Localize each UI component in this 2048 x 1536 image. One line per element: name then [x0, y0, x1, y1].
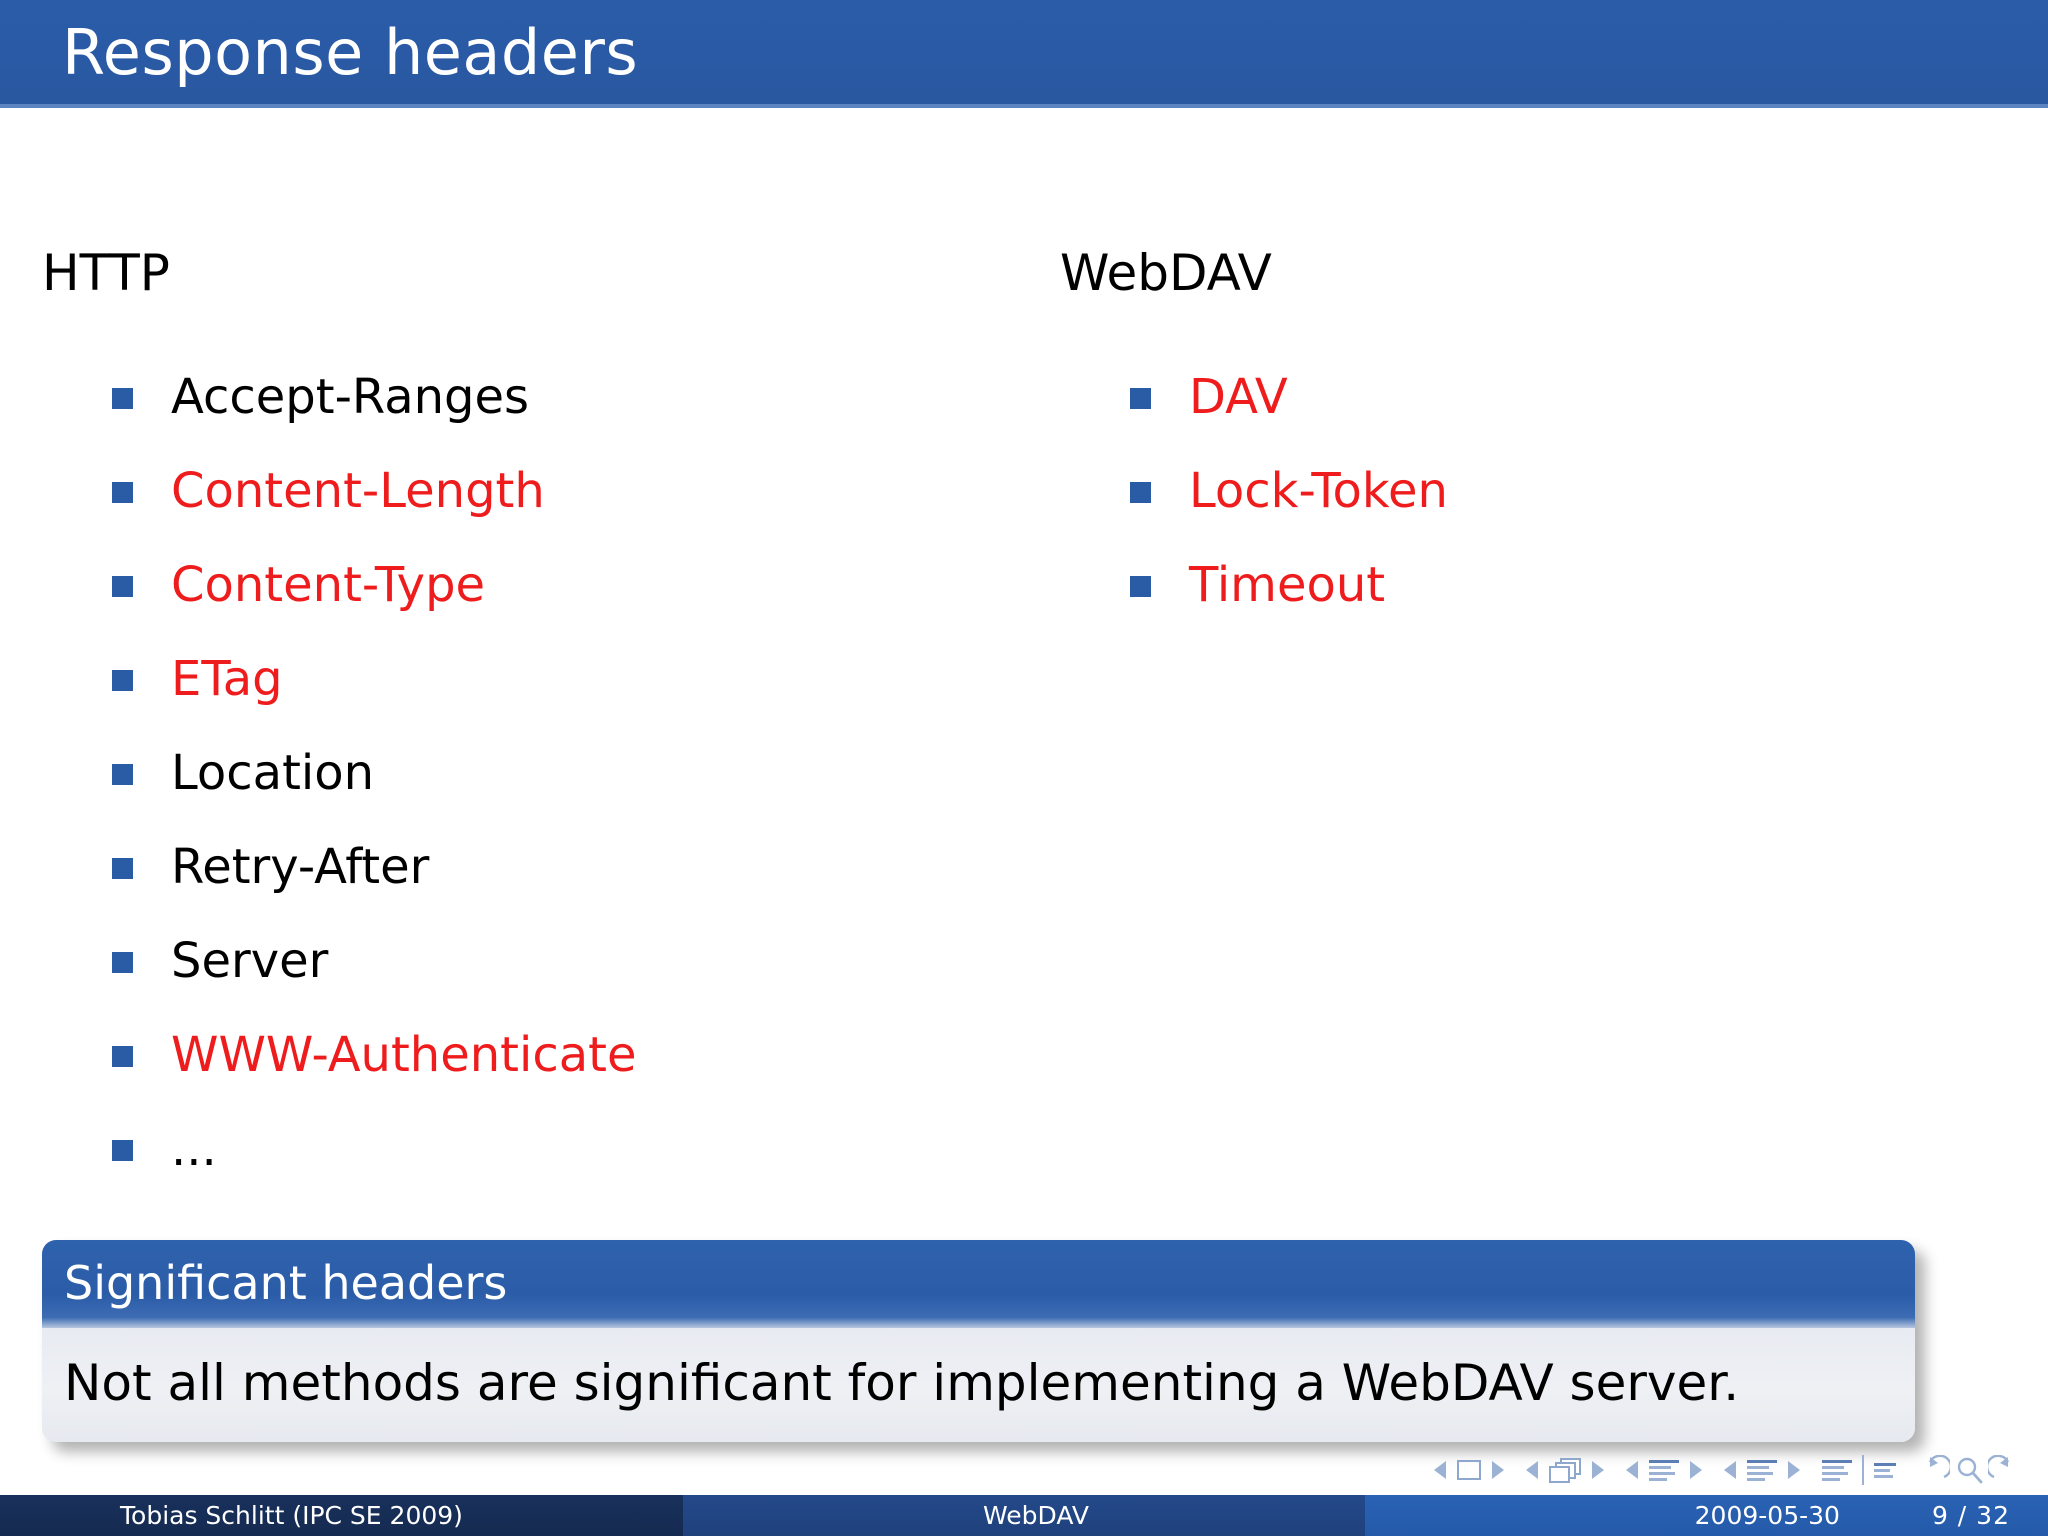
list-item: DAV: [1130, 350, 2048, 444]
nav-group-document[interactable]: [1822, 1455, 1896, 1485]
list-item: Content-Type: [112, 538, 1020, 632]
prev-slide-icon[interactable]: [1434, 1461, 1446, 1479]
list-item-label: Timeout: [1189, 557, 1386, 613]
footer-subject: WebDAV: [683, 1495, 1365, 1536]
slide-content: HTTP Accept-Ranges Content-Length Conten…: [0, 108, 2048, 1442]
bullet-square-icon: [112, 575, 133, 597]
next-section-icon[interactable]: [1788, 1461, 1800, 1479]
list-item: WWW-Authenticate: [112, 1008, 1020, 1102]
list-item: ...: [112, 1102, 1020, 1196]
list-item-label: Content-Type: [171, 557, 486, 613]
frame-icon[interactable]: [1549, 1458, 1581, 1483]
bullet-square-icon: [1130, 387, 1151, 409]
column-http: HTTP Accept-Ranges Content-Length Conten…: [0, 248, 1020, 1196]
list-item: Location: [112, 726, 1020, 820]
nav-group-subsection[interactable]: [1626, 1459, 1702, 1481]
bullet-square-icon: [1130, 481, 1151, 503]
list-item-label: Accept-Ranges: [171, 369, 530, 425]
list-item: Server: [112, 914, 1020, 1008]
bullet-square-icon: [112, 1139, 133, 1161]
footer-meta: 2009-05-30 9 / 32: [1365, 1495, 2048, 1536]
nav-group-section[interactable]: [1724, 1459, 1800, 1481]
list-item-label: Content-Length: [171, 463, 545, 519]
slide-footer: Tobias Schlitt (IPC SE 2009) WebDAV 2009…: [0, 1495, 2048, 1536]
next-frame-icon[interactable]: [1592, 1461, 1604, 1479]
appendix-icon[interactable]: [1874, 1462, 1896, 1478]
block-body-text: Not all methods are significant for impl…: [42, 1328, 1915, 1442]
list-webdav-headers: DAV Lock-Token Timeout: [1060, 350, 2048, 632]
bullet-square-icon: [112, 857, 133, 879]
search-icon[interactable]: [1954, 1455, 1984, 1485]
bullet-square-icon: [112, 481, 133, 503]
slide-title-bar: Response headers: [0, 0, 2048, 108]
bullet-square-icon: [112, 951, 133, 973]
forward-icon[interactable]: [1988, 1455, 2020, 1485]
footer-date: 2009-05-30: [1694, 1501, 1840, 1530]
prev-section-icon[interactable]: [1724, 1461, 1736, 1479]
list-item: ETag: [112, 632, 1020, 726]
bullet-square-icon: [1130, 575, 1151, 597]
list-item-label: DAV: [1189, 369, 1288, 425]
bullet-square-icon: [112, 387, 133, 409]
list-item: Accept-Ranges: [112, 350, 1020, 444]
footer-page-number: 9 / 32: [1931, 1501, 2010, 1530]
column-heading-http: HTTP: [42, 244, 170, 302]
list-http-headers: Accept-Ranges Content-Length Content-Typ…: [42, 350, 1020, 1196]
prev-subsection-icon[interactable]: [1626, 1461, 1638, 1479]
block-title: Significant headers: [42, 1240, 1915, 1328]
block-significant-headers: Significant headers Not all methods are …: [42, 1240, 1915, 1442]
next-slide-icon[interactable]: [1492, 1461, 1504, 1479]
list-item: Timeout: [1130, 538, 2048, 632]
list-item: Retry-After: [112, 820, 1020, 914]
list-item-label: WWW-Authenticate: [171, 1027, 637, 1083]
nav-group-history[interactable]: [1918, 1455, 2020, 1485]
two-column-layout: HTTP Accept-Ranges Content-Length Conten…: [0, 248, 2048, 1196]
prev-frame-icon[interactable]: [1526, 1461, 1538, 1479]
footer-author: Tobias Schlitt (IPC SE 2009): [0, 1495, 683, 1536]
page-title: Response headers: [62, 16, 639, 90]
column-webdav: WebDAV DAV Lock-Token Timeout: [1020, 248, 2048, 1196]
slide-icon[interactable]: [1457, 1460, 1481, 1480]
list-item-label: ETag: [171, 651, 283, 707]
section-icon[interactable]: [1747, 1459, 1777, 1481]
list-item-label: Server: [171, 933, 329, 989]
next-subsection-icon[interactable]: [1690, 1461, 1702, 1479]
list-item-label: Location: [171, 745, 375, 801]
nav-group-slide[interactable]: [1434, 1460, 1504, 1480]
back-icon[interactable]: [1918, 1455, 1950, 1485]
list-item-label: Retry-After: [171, 839, 430, 895]
bullet-square-icon: [112, 1045, 133, 1067]
bullet-square-icon: [112, 763, 133, 785]
list-item-label: ...: [171, 1121, 217, 1177]
nav-divider: [1862, 1455, 1864, 1485]
column-heading-webdav: WebDAV: [1060, 244, 1272, 302]
list-item: Content-Length: [112, 444, 1020, 538]
bullet-square-icon: [112, 669, 133, 691]
list-item-label: Lock-Token: [1189, 463, 1448, 519]
list-item: Lock-Token: [1130, 444, 2048, 538]
document-icon[interactable]: [1822, 1459, 1852, 1481]
subsection-icon[interactable]: [1649, 1459, 1679, 1481]
beamer-navigation-symbols[interactable]: [1434, 1448, 2020, 1492]
nav-group-frame[interactable]: [1526, 1458, 1604, 1483]
